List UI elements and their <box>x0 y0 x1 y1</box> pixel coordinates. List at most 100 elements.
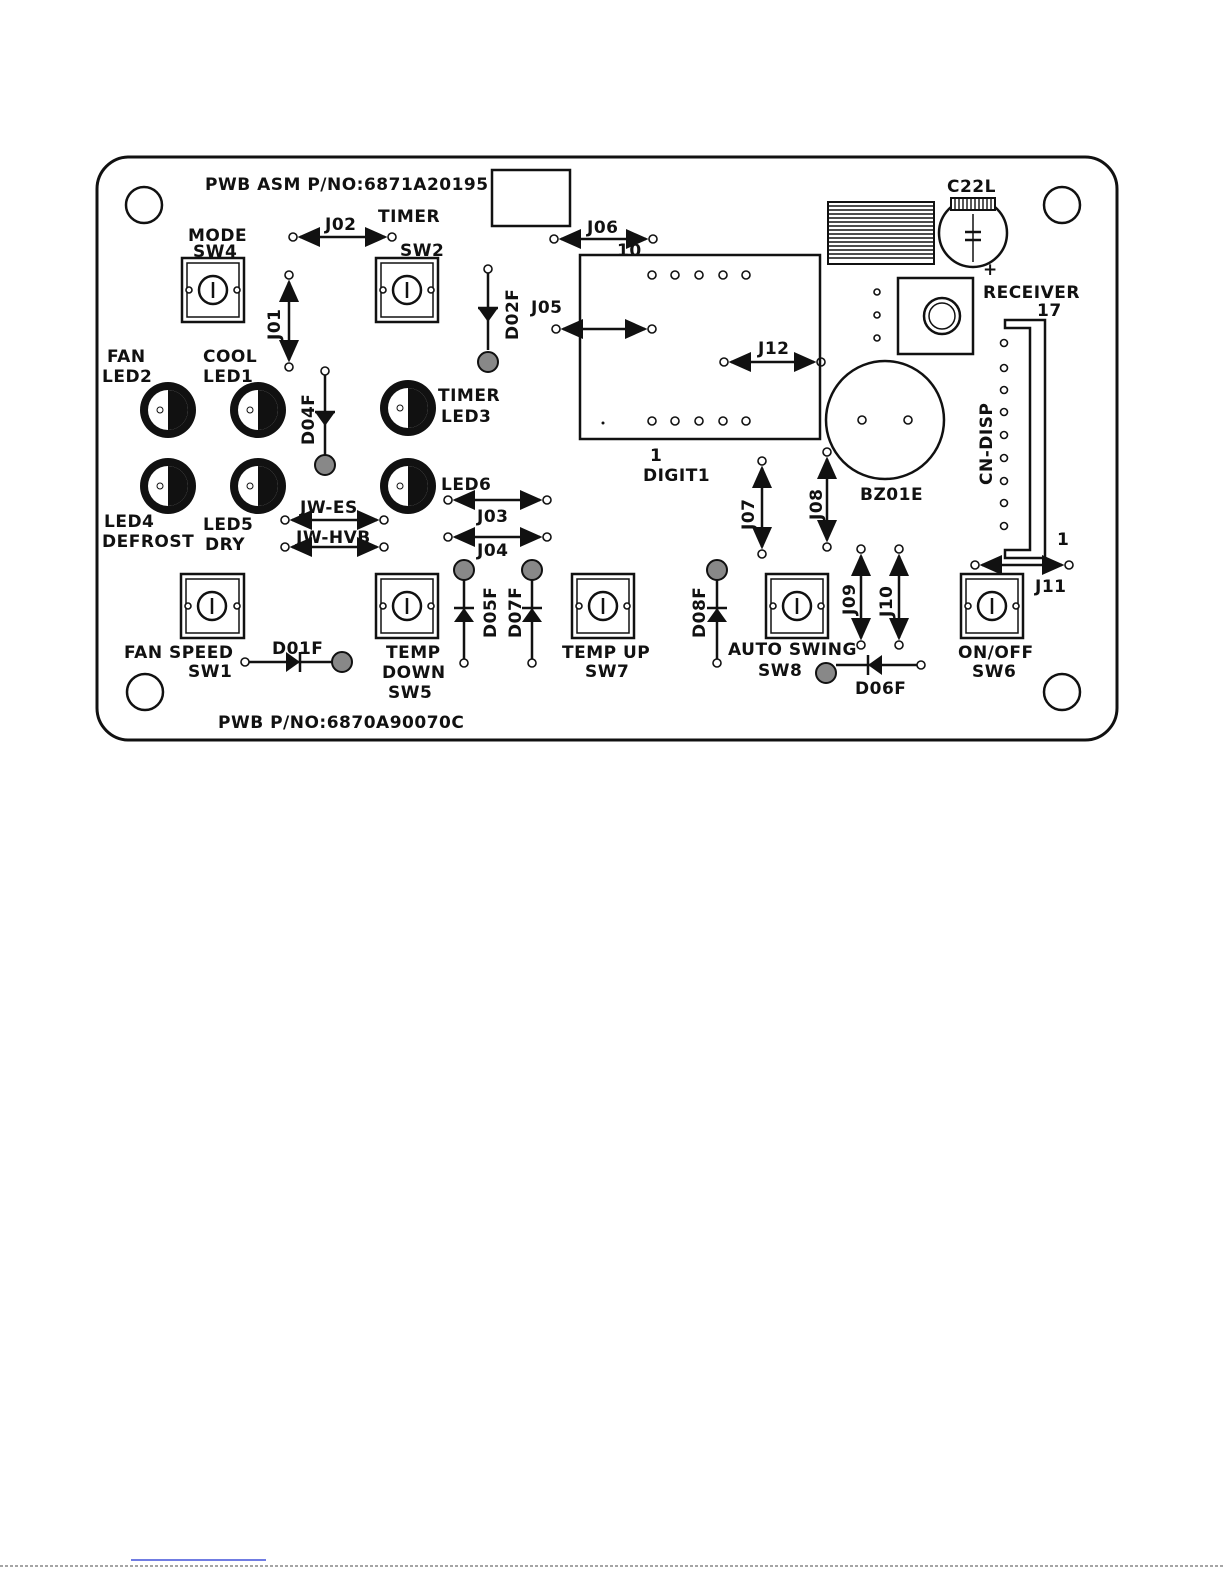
sw7-ref: SW7 <box>585 662 629 682</box>
cn-disp-pin1: 1 <box>1057 530 1069 550</box>
j10-label: J10 <box>877 586 897 618</box>
sw2-ref: SW2 <box>400 241 444 261</box>
jumper-j09 <box>851 544 871 650</box>
diode-d08f <box>706 559 728 668</box>
led-led3 <box>380 380 436 436</box>
j02-label: J02 <box>324 215 356 235</box>
cn-disp-pin17: 17 <box>1037 301 1062 321</box>
led4-ref: LED4 <box>104 512 154 532</box>
led4-name: DEFROST <box>102 532 194 552</box>
diode-d06f <box>815 655 926 684</box>
pwb-part-number: PWB P/NO:6870A90070C <box>218 713 464 733</box>
sw8-ref: SW8 <box>758 661 802 681</box>
c22l-plus: + <box>983 260 998 280</box>
led2-name: FAN <box>107 347 146 367</box>
j08-label: J08 <box>807 489 827 521</box>
diode-d07f <box>521 559 543 668</box>
jumper-j11 <box>970 555 1074 575</box>
mounting-hole-br <box>1042 672 1082 712</box>
led6-ref: LED6 <box>441 475 491 495</box>
d05f-label: D05F <box>481 587 501 638</box>
switch-sw8[interactable] <box>764 572 830 640</box>
d02f-label: D02F <box>503 289 523 340</box>
bz01e-label: BZ01E <box>860 485 923 505</box>
d01f-label: D01F <box>272 639 323 659</box>
switch-sw4[interactable] <box>180 256 246 324</box>
jw-es-label: JW-ES <box>299 498 358 518</box>
j03-label: J03 <box>476 507 508 527</box>
j09-label: J09 <box>840 584 860 616</box>
d04f-label: D04F <box>299 394 319 445</box>
switch-sw7[interactable] <box>570 572 636 640</box>
buzzer-bz01e <box>824 359 946 481</box>
jumper-j01 <box>279 270 299 372</box>
j06-label: J06 <box>586 218 618 238</box>
capacitor-c22l <box>937 197 1009 269</box>
diode-d04f <box>314 366 336 476</box>
led5-name: DRY <box>205 535 245 555</box>
digit1-display <box>578 253 822 441</box>
j07-label: J07 <box>739 499 759 531</box>
sw5-line1: TEMP <box>386 643 441 663</box>
j05-label: J05 <box>530 298 562 318</box>
diode-d05f <box>453 559 475 668</box>
led3-name: TIMER <box>438 386 500 406</box>
led-led5 <box>230 458 286 514</box>
jumper-j04 <box>443 527 552 547</box>
j12-label: J12 <box>757 339 789 359</box>
digit1-label: DIGIT1 <box>643 466 710 486</box>
sw2-name: TIMER <box>378 207 440 227</box>
jumper-j12 <box>719 352 826 372</box>
mounting-hole-tr <box>1042 185 1082 225</box>
mounting-hole-tl <box>124 185 164 225</box>
digit1-pin10: 10 <box>617 241 642 261</box>
jumper-j08 <box>817 447 837 552</box>
jumper-jw-es <box>280 510 389 530</box>
asm-part-number: PWB ASM P/NO:6871A20195 <box>205 175 489 195</box>
d07f-label: D07F <box>506 587 526 638</box>
cn-disp-label: CN-DISP <box>977 403 997 485</box>
led-led1 <box>230 382 286 438</box>
diode-d02f <box>477 264 499 373</box>
sw1-name: FAN SPEED <box>124 643 234 663</box>
jumper-j03 <box>443 490 552 510</box>
j04-label: J04 <box>476 541 508 561</box>
led2-ref: LED2 <box>102 367 152 387</box>
c22l-label: C22L <box>947 177 996 197</box>
led-led2 <box>140 382 196 438</box>
sw6-name: ON/OFF <box>958 643 1034 663</box>
sw1-ref: SW1 <box>188 662 232 682</box>
j11-label: J11 <box>1034 577 1066 597</box>
led-led4 <box>140 458 196 514</box>
led-led6 <box>380 458 436 514</box>
board-outline <box>95 155 1119 742</box>
d06f-label: D06F <box>855 679 906 699</box>
mounting-hole-bl <box>125 672 165 712</box>
jumper-j10 <box>889 544 909 650</box>
jumper-j02 <box>288 227 397 247</box>
led1-ref: LED1 <box>203 367 253 387</box>
jumper-j05 <box>551 319 657 339</box>
switch-sw5[interactable] <box>374 572 440 640</box>
top-connector <box>490 168 572 228</box>
cn-disp-connector <box>999 318 1047 560</box>
led3-ref: LED3 <box>441 407 491 427</box>
jumper-j07 <box>752 456 772 559</box>
sw7-name: TEMP UP <box>562 643 650 663</box>
jumper-jw-hvb <box>280 537 389 557</box>
j01-label: J01 <box>265 309 285 341</box>
sw5-ref: SW5 <box>388 683 432 703</box>
switch-sw6[interactable] <box>959 572 1025 640</box>
page-footer-rule <box>0 1559 1225 1567</box>
sw4-ref: SW4 <box>193 242 237 262</box>
hatched-block <box>827 201 935 265</box>
led1-name: COOL <box>203 347 257 367</box>
receiver-module <box>873 276 975 356</box>
sw5-line2: DOWN <box>382 663 446 683</box>
receiver-label: RECEIVER <box>983 283 1080 303</box>
digit1-pin1: 1 <box>650 446 662 466</box>
sw4-name: MODE <box>188 226 247 246</box>
switch-sw2[interactable] <box>374 256 440 324</box>
switch-sw1[interactable] <box>179 572 246 640</box>
